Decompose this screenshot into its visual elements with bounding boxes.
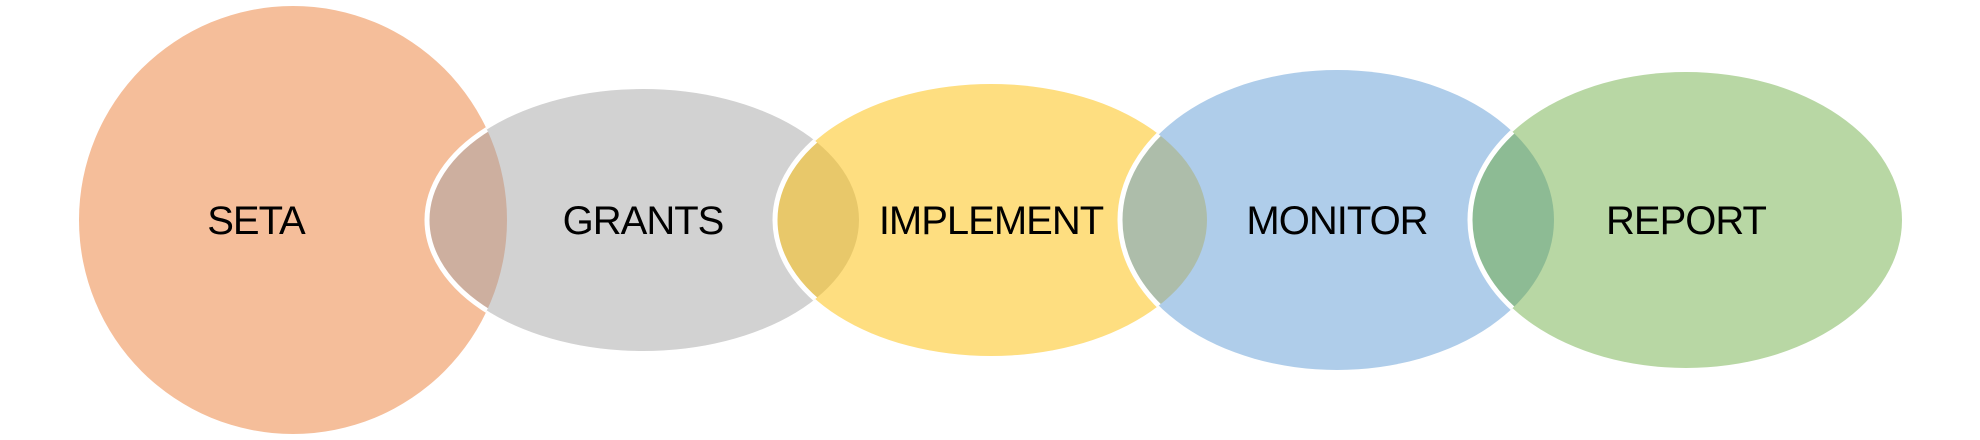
stage-label-implement: IMPLEMENT [879,199,1104,243]
stage-seta-circle [79,6,507,434]
stage-monitor-ellipse [1120,70,1554,370]
overlap-seta-grants [424,86,507,354]
stage-label-grants: GRANTS [563,199,724,243]
overlap-grants-implement [772,89,859,351]
stage-grants-ellipse [427,89,859,351]
stage-label-seta: SETA [207,199,306,243]
stage-label-report: REPORT [1606,199,1767,243]
stage-label-monitor: MONITOR [1246,199,1427,243]
overlap-implement-monitor [1117,84,1207,356]
stage-implement-ellipse [775,84,1207,356]
overlap-monitor-report [1467,70,1554,370]
stage-report-ellipse [1470,72,1902,368]
